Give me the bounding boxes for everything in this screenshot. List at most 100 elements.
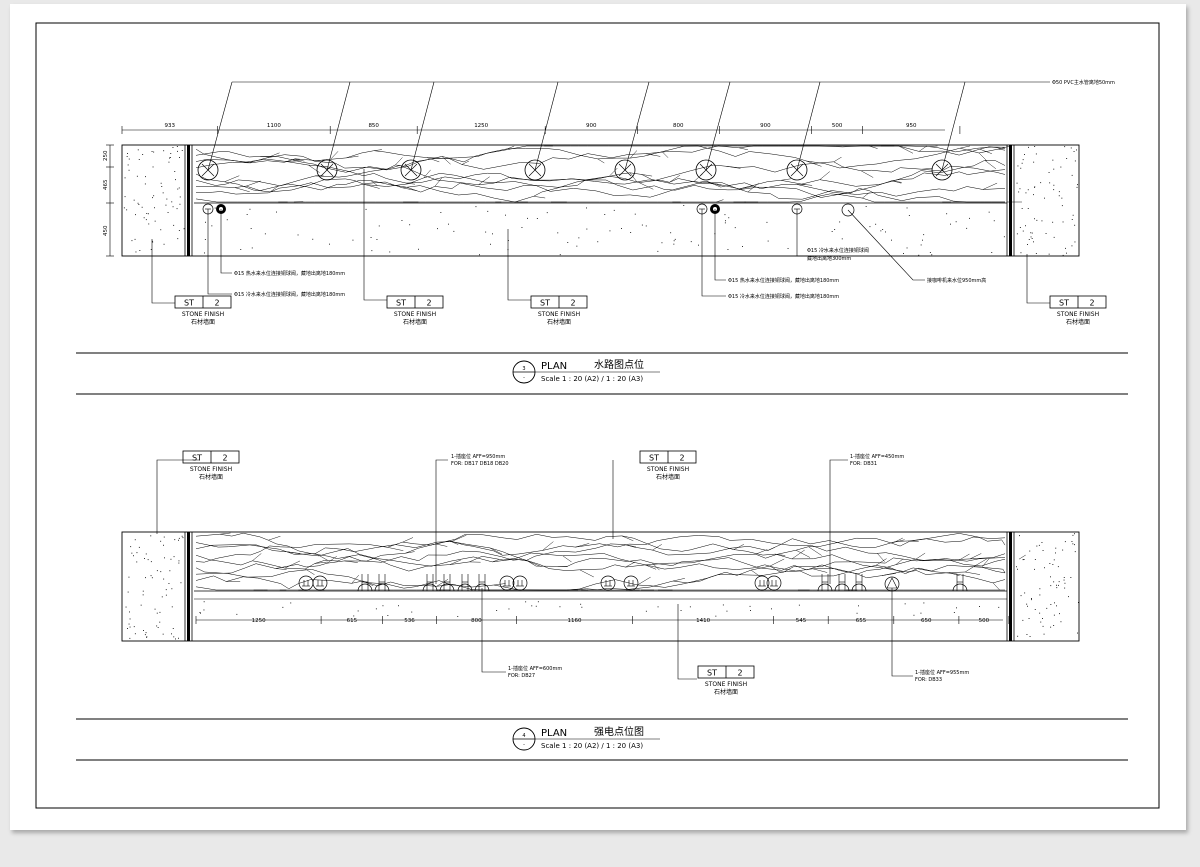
note-socket-4-for: FOR: DB33 — [915, 677, 942, 683]
title-block-3: 3 - PLAN 水路图点位 Scale 1 : 20 (A2) / 1 : 2… — [76, 352, 1128, 395]
plan-3-water: 933 1100 850 1250 900 800 900 500 950 250 465 45… — [76, 79, 1128, 395]
end-post-left — [184, 532, 193, 641]
concrete-speckle-hatch — [204, 205, 1005, 256]
tag-finish-cn: 石材墙面 — [714, 688, 738, 696]
tag-finish: STONE FINISH — [190, 466, 232, 473]
tag-finish: STONE FINISH — [705, 681, 747, 688]
note-coffee: 接咖啡机来水位950mm高 — [927, 277, 986, 284]
tag-code: ST — [707, 669, 717, 678]
side-dim-3: 450 — [103, 225, 109, 236]
title-block-4: 4 - PLAN 强电点位图 Scale 1 : 20 (A2) / 1 : 2… — [76, 718, 1128, 761]
note-cold-mid: Φ15 冷水来水位连接铜球阀 — [807, 247, 869, 254]
dimension-chain-top: 933 1100 850 1250 900 800 900 500 950 — [121, 123, 961, 134]
dimension-label: 850 — [368, 123, 379, 129]
dimension-label: 536 — [404, 618, 415, 624]
concrete-speckle-hatch — [123, 146, 185, 253]
dimension-chain-side: 250 465 450 — [103, 144, 114, 257]
dimension-label: 900 — [586, 123, 597, 129]
tag-finish-cn: 石材墙面 — [191, 318, 215, 326]
dimension-label: 950 — [906, 123, 917, 129]
tag-code: ST — [396, 299, 406, 308]
side-dim-2: 465 — [103, 179, 109, 190]
valve-hot-right — [696, 203, 720, 215]
tag-finish: STONE FINISH — [538, 311, 580, 318]
plan-number: 4 — [522, 733, 525, 739]
pvc-drain-points — [197, 81, 1050, 181]
socket-leaders — [156, 459, 913, 680]
dimension-label: 1160 — [568, 618, 582, 624]
note-cold-left: Φ15 冷水来水位连接铜球阀，藏地出离地180mm — [234, 291, 345, 298]
tag-number: 2 — [737, 669, 742, 678]
note-socket-1: 1-插座位 AFF=950mm — [451, 453, 505, 460]
tag-finish-cn: 石材墙面 — [656, 473, 680, 481]
tag-code: ST — [184, 299, 194, 308]
dimension-label: 1100 — [267, 123, 281, 129]
dimension-label: 615 — [347, 618, 358, 624]
note-hot-right: Φ15 热水来水位连接铜球阀，藏地出离地180mm — [728, 277, 839, 284]
dimension-label: 933 — [165, 123, 176, 129]
tag-code: ST — [192, 454, 202, 463]
dimension-label: 500 — [979, 618, 990, 624]
note-hot-left: Φ15 热水来水位连接铜球阀，藏地出离地180mm — [234, 270, 345, 277]
note-socket-3-for: FOR: DB27 — [508, 673, 535, 679]
dimension-label: 800 — [673, 123, 684, 129]
note-socket-1-for: FOR: DB17 DB18 DB20 — [451, 461, 509, 467]
tag-number: 2 — [222, 454, 227, 463]
dimension-label: 1250 — [474, 123, 488, 129]
dimension-label: 1250 — [252, 618, 266, 624]
valve-leaders — [151, 169, 1050, 304]
tag-number: 2 — [679, 454, 684, 463]
note-socket-2-for: FOR: DB31 — [850, 461, 877, 467]
tag-number: 2 — [570, 299, 575, 308]
tag-number: 2 — [214, 299, 219, 308]
tag-finish: STONE FINISH — [182, 311, 224, 318]
plan-label: PLAN — [541, 361, 567, 372]
valve-hot-left — [202, 203, 226, 215]
note-cold-right: Φ15 冷水来水位连接铜球阀，藏地出离地180mm — [728, 293, 839, 300]
concrete-speckle-hatch — [199, 601, 1000, 617]
tag-finish-cn: 石材墙面 — [403, 318, 427, 326]
wall-outline — [121, 531, 1080, 642]
stone-crack-hatch — [195, 532, 1026, 591]
dimension-label: 900 — [760, 123, 771, 129]
dimension-label: 545 — [796, 618, 807, 624]
tag-finish: STONE FINISH — [1057, 311, 1099, 318]
sheet-border — [35, 22, 1160, 809]
dimension-label: 1410 — [696, 618, 710, 624]
wall-outline — [121, 144, 1080, 257]
plan-title-cn: 强电点位图 — [594, 725, 644, 738]
tag-finish: STONE FINISH — [394, 311, 436, 318]
plan-sub: - — [523, 375, 525, 381]
note-socket-3: 1-插座位 AFF=600mm — [508, 665, 562, 672]
note-socket-4: 1-插座位 AFF=955mm — [915, 669, 969, 676]
valve-coffee — [841, 203, 855, 217]
tag-code: ST — [1059, 299, 1069, 308]
plan-label: PLAN — [541, 728, 567, 739]
plan-number: 3 — [522, 366, 525, 372]
concrete-speckle-hatch — [1016, 146, 1078, 256]
tag-code: ST — [540, 299, 550, 308]
end-post-right — [1006, 145, 1015, 256]
tag-finish-cn: 石材墙面 — [547, 318, 571, 326]
concrete-speckle-hatch — [1016, 533, 1079, 637]
note-cold-mid-2: 藏地出离地300mm — [807, 255, 851, 262]
socket-symbols — [298, 574, 968, 592]
side-dim-1: 250 — [103, 150, 109, 161]
tag-finish: STONE FINISH — [647, 466, 689, 473]
note-socket-2: 1-插座位 AFF=450mm — [850, 453, 904, 460]
plan-sub: - — [523, 742, 525, 748]
stone-crack-hatch — [195, 145, 1022, 203]
dimension-label: 500 — [832, 123, 843, 129]
plan-title-cn: 水路图点位 — [594, 358, 644, 371]
tag-number: 2 — [1089, 299, 1094, 308]
